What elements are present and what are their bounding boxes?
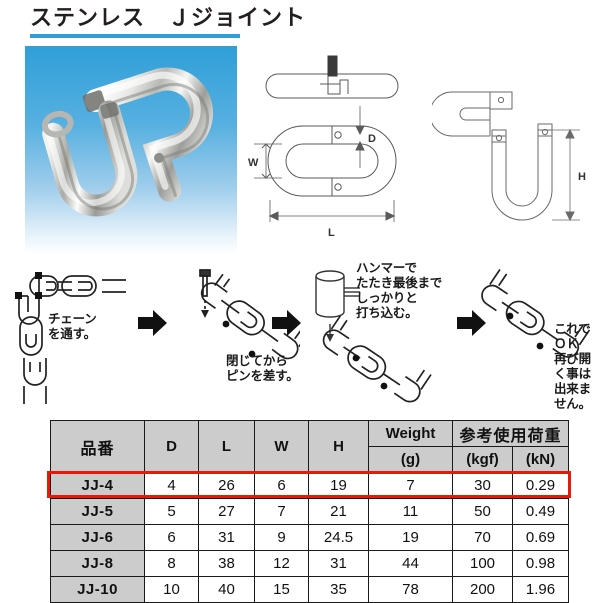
- cell-kgf: 100: [452, 550, 513, 577]
- step-arrow-3-icon: [455, 306, 489, 340]
- cell-kn: 0.98: [511, 550, 570, 577]
- cell-w: 7: [254, 498, 309, 525]
- step-4-illustration: [481, 269, 591, 358]
- header-h: H: [308, 420, 369, 473]
- cell-kgf: 50: [452, 498, 513, 525]
- step-1-caption: チェーン を通す。: [48, 312, 97, 341]
- dim-label-h: H: [578, 171, 586, 183]
- step-3-caption: ハンマーで たたき最後まで しっかりと 打ち込む。: [356, 261, 443, 320]
- step-2-caption: 閉じてから ピンを差す。: [226, 354, 299, 383]
- cell-l: 26: [198, 472, 255, 499]
- cell-model: JJ-8: [50, 550, 145, 577]
- cell-d: 8: [144, 550, 199, 577]
- cell-h: 31: [308, 550, 369, 577]
- table-row: JJ-6 6 31 9 24.5 19 70 0.69: [50, 524, 570, 551]
- step-pass-chain: チェーン を通す。: [2, 262, 132, 407]
- step-4-caption: これで ＯＫ 再び開く事は 出来ません。: [554, 322, 591, 411]
- table-header-row-1: 品番 D L W H Weight 参考使用荷重: [50, 420, 570, 473]
- table-row: JJ-5 5 27 7 21 11 50 0.49: [50, 498, 570, 525]
- cell-h: 35: [308, 576, 369, 603]
- dim-label-l: L: [328, 227, 335, 239]
- cell-l: 27: [198, 498, 255, 525]
- header-weight: Weight: [368, 420, 453, 447]
- step-1-illustration: [15, 272, 126, 404]
- page-title-block: ステンレス Ｊジョイント: [30, 4, 570, 38]
- assembly-instructions: チェーン を通す。: [0, 261, 600, 411]
- step-close-and-insert-pin: 閉じてから ピンを差す。: [178, 262, 311, 407]
- cell-kgf: 30: [452, 472, 513, 499]
- cell-w: 6: [254, 472, 309, 499]
- cell-w: 12: [254, 550, 309, 577]
- j-joint-photo-illustration: [41, 67, 214, 217]
- step-2-illustration: [199, 269, 311, 360]
- link-dimension-drawing: D W L: [248, 50, 433, 250]
- cell-d: 4: [144, 472, 199, 499]
- product-photo: [25, 46, 237, 254]
- cell-kgf: 70: [452, 524, 513, 551]
- table-row: JJ-4 4 26 6 19 7 30 0.29: [50, 472, 570, 499]
- cell-w: 15: [254, 576, 309, 603]
- hook-dimension-drawing: H: [429, 64, 597, 254]
- cell-model: JJ-10: [50, 576, 145, 603]
- cell-kn: 0.69: [511, 524, 570, 551]
- cell-kn: 1.96: [511, 576, 570, 603]
- step-hammer-in: ハンマーで たたき最後まで しっかりと 打ち込む。: [308, 261, 458, 407]
- cell-weight: 19: [368, 524, 453, 551]
- cell-d: 10: [144, 576, 199, 603]
- step-complete: これで ＯＫ 再び開く事は 出来ません。: [478, 262, 600, 411]
- cell-w: 9: [254, 524, 309, 551]
- cell-h: 21: [308, 498, 369, 525]
- cell-kgf: 200: [452, 576, 513, 603]
- page-title: ステンレス Ｊジョイント: [30, 5, 307, 30]
- cell-d: 5: [144, 498, 199, 525]
- header-load-group: 参考使用荷重: [451, 420, 570, 447]
- header-weight-unit: (g): [368, 446, 453, 473]
- cell-weight: 44: [368, 550, 453, 577]
- cell-kn: 0.49: [511, 498, 570, 525]
- header-kn: (kN): [511, 446, 570, 473]
- dim-label-w: W: [248, 157, 259, 169]
- dim-label-d: D: [368, 133, 376, 145]
- specification-table-wrapper: 品番 D L W H Weight 参考使用荷重 (g) (kgf) (kN) …: [47, 420, 571, 603]
- header-d: D: [144, 420, 199, 473]
- cell-model: JJ-5: [50, 498, 145, 525]
- step-arrow-2-icon: [270, 306, 304, 340]
- step-arrow-1-icon: [136, 306, 170, 340]
- table-row: JJ-8 8 38 12 31 44 100 0.98: [50, 550, 570, 577]
- table-row: JJ-10 10 40 15 35 78 200 1.96: [50, 576, 570, 603]
- cell-h: 19: [308, 472, 369, 499]
- specification-table: 品番 D L W H Weight 参考使用荷重 (g) (kgf) (kN) …: [50, 420, 570, 603]
- cell-weight: 78: [368, 576, 453, 603]
- cell-d: 6: [144, 524, 199, 551]
- header-kgf: (kgf): [452, 446, 513, 473]
- cell-weight: 11: [368, 498, 453, 525]
- header-model: 品番: [50, 420, 145, 473]
- cell-l: 31: [198, 524, 255, 551]
- cell-l: 38: [198, 550, 255, 577]
- cell-l: 40: [198, 576, 255, 603]
- step-3-illustration: [315, 270, 432, 403]
- cell-model: JJ-4: [50, 472, 145, 499]
- cell-model: JJ-6: [50, 524, 145, 551]
- cell-weight: 7: [368, 472, 453, 499]
- product-visuals: D W L: [0, 44, 600, 259]
- header-l: L: [198, 420, 255, 473]
- cell-h: 24.5: [308, 524, 369, 551]
- title-underline: [30, 34, 240, 38]
- cell-kn: 0.29: [511, 472, 570, 499]
- header-w: W: [254, 420, 309, 473]
